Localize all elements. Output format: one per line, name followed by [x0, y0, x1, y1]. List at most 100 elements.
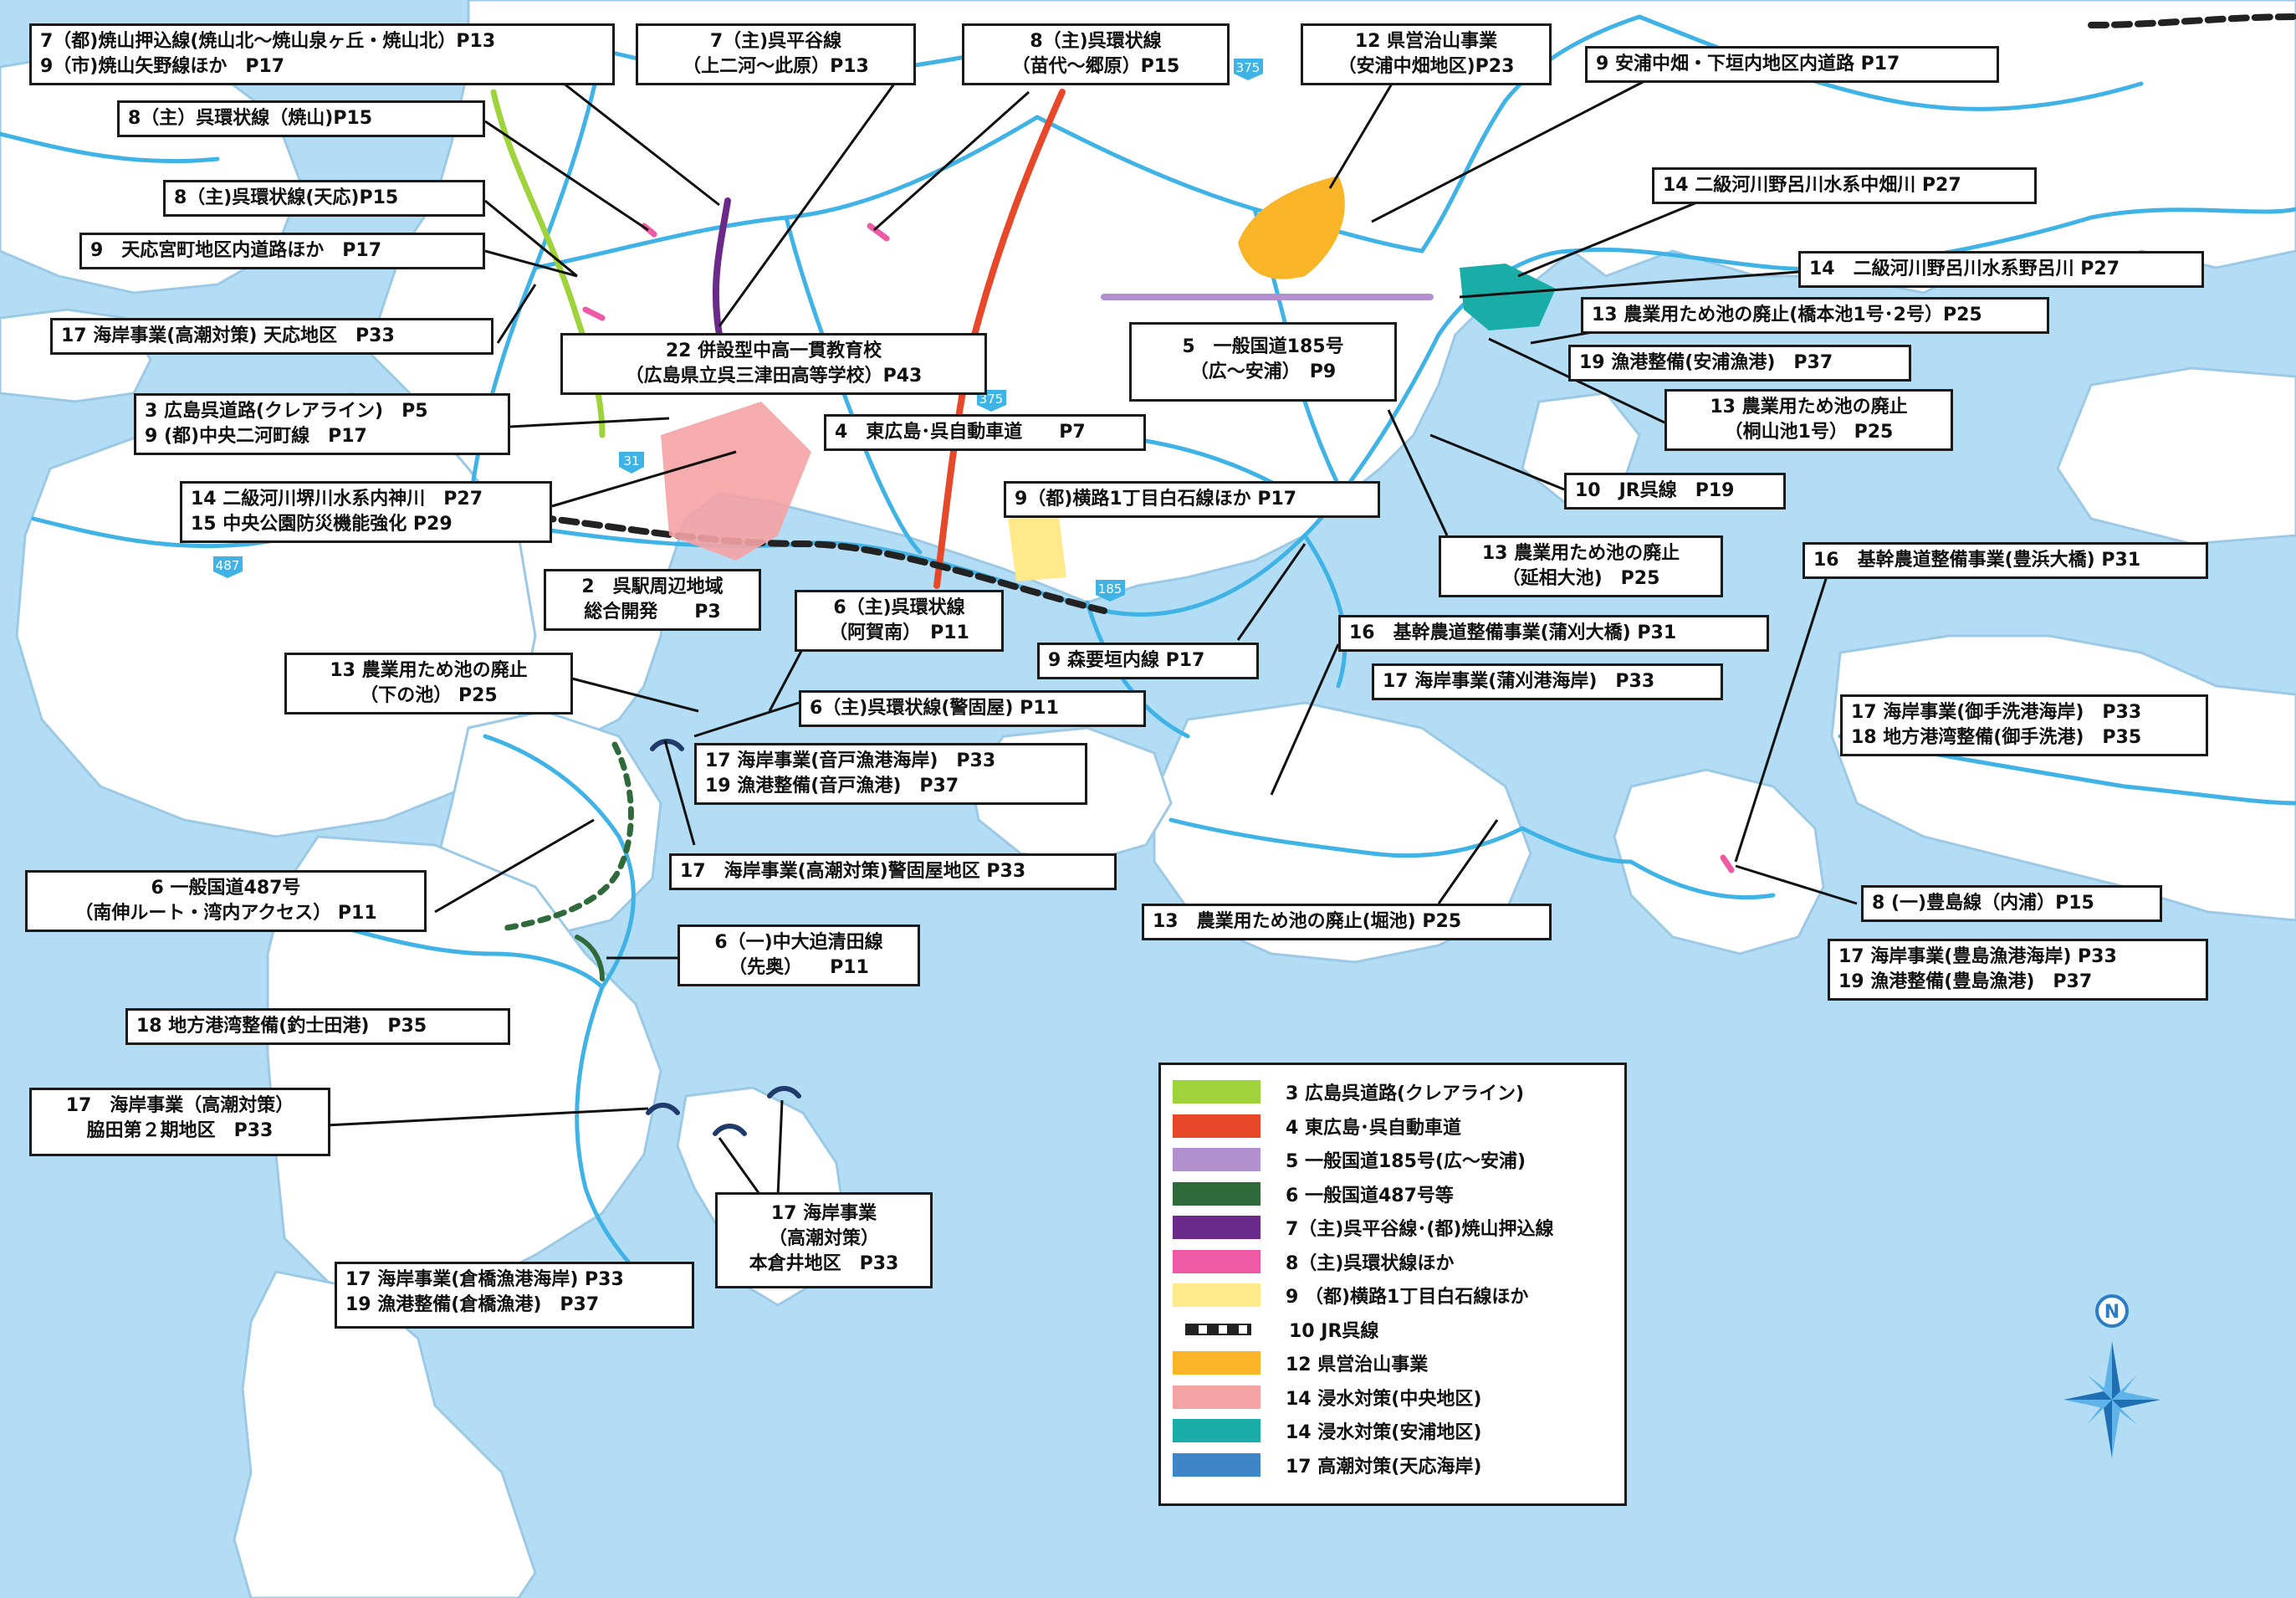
legend-swatch [1173, 1419, 1260, 1443]
callout-keigoya-takashio[interactable]: 17 海岸事業(高潮対策)警固屋地区 P33 [669, 853, 1117, 890]
callout-nakahata-road[interactable]: 9 安浦中畑・下垣内地区内道路 P17 [1585, 46, 1999, 83]
legend-label: 12 県営治山事業 [1286, 1355, 1429, 1376]
callout-kiriyama-pond[interactable]: 13 農業用ため池の廃止（桐山池1号） P25 [1664, 389, 1953, 451]
callout-kamagari-coast[interactable]: 17 海岸事業(蒲刈港海岸) P33 [1372, 663, 1723, 700]
callout-hashimoto-pond[interactable]: 13 農業用ため池の廃止(橋本池1号･2号）P25 [1581, 297, 2049, 334]
callout-line: 19 漁港整備(音戸漁港) P37 [705, 776, 959, 796]
callout-yasuura-port[interactable]: 19 漁港整備(安浦漁港) P37 [1568, 345, 1911, 382]
legend-label: 10 JR呉線 [1289, 1320, 1379, 1342]
legend-swatch [1173, 1283, 1260, 1308]
callout-aga-minami[interactable]: 6（主)呉環状線（阿賀南） P11 [795, 590, 1004, 652]
kamagari-island [1153, 701, 1532, 964]
callout-tsurishida[interactable]: 18 地方港湾整備(釣士田港) P35 [125, 1008, 510, 1045]
road-badge-185: 185 [1096, 580, 1125, 602]
callout-nakahata-river[interactable]: 14 二級河川野呂川水系中畑川 P27 [1652, 167, 2037, 204]
callout-ensou-pond[interactable]: 13 農業用ため池の廃止（延相大池) P25 [1439, 535, 1723, 597]
callout-jr-kure[interactable]: 10 JR呉線 P19 [1564, 473, 1786, 510]
callout-mitsuta-school[interactable]: 22 併設型中高一貫教育校（広島県立呉三津田高等学校）P43 [560, 333, 987, 395]
callout-line: 13 農業用ため池の廃止(堀池) P25 [1153, 911, 1462, 932]
callout-line: 15 中央公園防災機能強化 P29 [191, 514, 453, 535]
legend-label: 17 高潮対策(天応海岸) [1286, 1456, 1482, 1478]
callout-line: 17 海岸事業(蒲刈港海岸) P33 [1383, 671, 1655, 692]
legend-swatch [1173, 1080, 1260, 1104]
callout-line: 7（主)呉平谷線 [709, 31, 842, 52]
callout-kure-hirao[interactable]: 7（主)呉平谷線 （上二河～此原）P13 [636, 23, 916, 85]
callout-shimonoike[interactable]: 13 農業用ため池の廃止（下の池） P25 [284, 653, 573, 714]
callout-moriyokaichi[interactable]: 9 森要垣内線 P17 [1037, 643, 1259, 679]
callout-line: 4 東広島･呉自動車道 P7 [835, 422, 1086, 443]
callout-line: （先奥） P11 [729, 957, 869, 978]
callout-kure-station[interactable]: 2 呉駅周辺地域総合開発 P3 [544, 569, 761, 631]
callout-line: （上二河～此原）P13 [683, 56, 869, 77]
callout-line: 19 漁港整備(安浦漁港) P37 [1579, 352, 1833, 373]
legend-label: 4 東広島･呉自動車道 [1286, 1117, 1461, 1139]
callout-line: 総合開発 P3 [584, 602, 721, 622]
callout-yakeyama-ring[interactable]: 8（主）呉環状線（焼山)P15 [117, 100, 485, 137]
callout-tenno-miyamachi[interactable]: 9 天応宮町地区内道路ほか P17 [79, 233, 485, 269]
callout-line: 2 呉駅周辺地域 [581, 576, 724, 597]
callout-line: （南伸ルート・湾内アクセス） P11 [74, 903, 377, 924]
callout-line: 13 農業用ため池の廃止 [330, 660, 528, 681]
callout-line: 17 海岸事業(音戸漁港海岸) P33 [705, 750, 996, 771]
callout-line: 17 海岸事業（高潮対策） [65, 1095, 294, 1116]
island-east-top [2056, 366, 2296, 545]
callout-line: 6（主)呉環状線(警固屋) P11 [810, 698, 1059, 719]
callout-line: （桐山池1号） P25 [1724, 422, 1894, 443]
callout-yokoji-road[interactable]: 9（都)横路1丁目白石線ほか P17 [1004, 481, 1380, 518]
svg-text:185: 185 [1098, 581, 1122, 597]
leader-lines [325, 69, 1858, 1197]
callout-line: 本倉井地区 P33 [749, 1253, 899, 1274]
callout-line: 10 JR呉線 P19 [1575, 480, 1735, 501]
legend-swatch [1173, 1148, 1260, 1172]
callout-line: 3 広島呉道路(クレアライン) P5 [145, 401, 428, 422]
callout-line: （高潮対策） [768, 1228, 879, 1249]
callout-toyoshima-road[interactable]: 8 (一)豊島線（内浦）P15 [1861, 885, 2162, 922]
legend-item: 10 JR呉線 [1173, 1313, 1613, 1347]
legend-label: 3 広島呉道路(クレアライン) [1286, 1083, 1525, 1105]
callout-route185[interactable]: 5 一般国道185号（広～安浦） P9 [1129, 322, 1397, 402]
toyoshima-island [1613, 768, 1825, 955]
callout-horiike[interactable]: 13 農業用ため池の廃止(堀池) P25 [1142, 904, 1552, 940]
callout-wakita[interactable]: 17 海岸事業（高潮対策）脇田第２期地区 P33 [29, 1088, 330, 1156]
callout-line: 19 漁港整備(倉橋漁港) P37 [345, 1294, 600, 1315]
callout-line: 19 漁港整備(豊島漁港) P37 [1838, 971, 2093, 992]
callout-yakeyama-oshikomi[interactable]: 7（都)焼山押込線(焼山北～焼山泉ヶ丘・焼山北）P13 9（市)焼山矢野線ほか P… [29, 23, 615, 85]
legend-swatch [1173, 1216, 1260, 1240]
road-badge-487: 487 [213, 556, 243, 578]
callout-nawashiro-gobara[interactable]: 8（主)呉環状線（苗代～郷原）P15 [962, 23, 1230, 85]
jr-kure-line [465, 507, 1107, 614]
svg-text:31: 31 [623, 453, 639, 469]
callout-kamagari-bridge[interactable]: 16 基幹農道整備事業(蒲刈大橋) P31 [1338, 615, 1769, 652]
callout-nakaosako[interactable]: 6（一)中大迫清田線（先奥） P11 [678, 924, 920, 986]
callout-honkurai[interactable]: 17 海岸事業（高潮対策）本倉井地区 P33 [715, 1192, 933, 1288]
area-kure-station [661, 402, 811, 561]
callout-ondo-port[interactable]: 17 海岸事業(音戸漁港海岸) P33 19 漁港整備(音戸漁港) P37 [694, 743, 1087, 805]
legend-item: 5 一般国道185号(広～安浦) [1173, 1143, 1613, 1177]
legend-item: 12 県営治山事業 [1173, 1346, 1613, 1380]
legend-item: 7（主)呉平谷線･(都)焼山押込線 [1173, 1211, 1613, 1245]
callout-line: 9（市)焼山矢野線ほか P17 [40, 56, 285, 77]
road-badge-31: 31 [619, 452, 644, 474]
callout-keigoya-ring[interactable]: 6（主)呉環状線(警固屋) P11 [799, 690, 1146, 727]
coast-marks [646, 739, 801, 1136]
callout-line: 7（都)焼山押込線(焼山北～焼山泉ヶ丘・焼山北）P13 [40, 31, 496, 52]
callout-line: 6 一般国道487号 [151, 878, 301, 899]
legend-swatch [1173, 1452, 1260, 1477]
callout-tenno-takashio[interactable]: 17 海岸事業(高潮対策) 天応地区 P33 [50, 318, 493, 355]
callout-line: （苗代～郷原）P15 [1011, 56, 1180, 77]
callout-toyohama-bridge[interactable]: 16 基幹農道整備事業(豊浜大橋) P31 [1803, 542, 2208, 579]
callout-noro-river[interactable]: 14 二級河川野呂川水系野呂川 P27 [1798, 251, 2204, 288]
callout-chisan-nakahata[interactable]: 12 県営治山事業（安浦中畑地区)P23 [1301, 23, 1552, 85]
legend-item: 3 広島呉道路(クレアライン) [1173, 1075, 1613, 1109]
callout-line: 16 基幹農道整備事業(蒲刈大橋) P31 [1349, 622, 1677, 643]
callout-line: 9 天応宮町地区内道路ほか P17 [90, 240, 382, 261]
callout-expressway[interactable]: 4 東広島･呉自動車道 P7 [824, 414, 1146, 451]
callout-route487[interactable]: 6 一般国道487号 （南伸ルート・湾内アクセス） P11 [25, 870, 427, 932]
callout-tenno-ring[interactable]: 8（主)呉環状線(天応)P15 [163, 180, 485, 217]
callout-line: 9 森要垣内線 P17 [1048, 650, 1205, 671]
